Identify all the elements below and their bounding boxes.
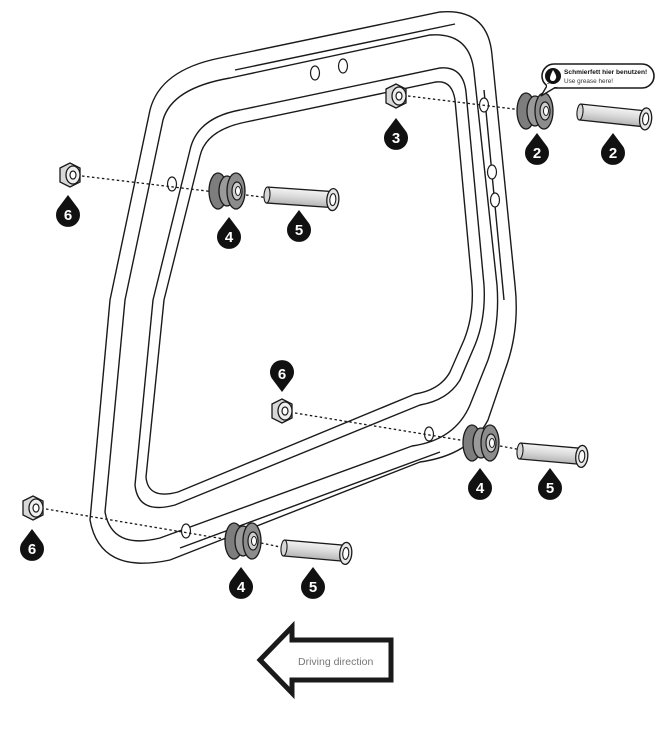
callout-5: 5 bbox=[287, 210, 311, 242]
callout-number: 2 bbox=[609, 145, 617, 162]
callout-number: 4 bbox=[476, 480, 485, 497]
grease-note: Schmierfett hier benutzen! Use grease he… bbox=[540, 63, 655, 97]
grease-note-line-de: Schmierfett hier benutzen! bbox=[564, 69, 647, 76]
callout-2: 2 bbox=[601, 133, 625, 165]
callout-number: 6 bbox=[28, 541, 36, 558]
bolt bbox=[516, 442, 589, 469]
grease-note-line-en: Use grease here! bbox=[564, 78, 613, 85]
frame-hole bbox=[489, 192, 501, 208]
grease-drop-icon bbox=[545, 68, 561, 84]
rubber-bushing bbox=[208, 172, 246, 210]
frame-lower-edge-line bbox=[179, 451, 441, 549]
assembly-line bbox=[45, 508, 231, 541]
callout-4: 4 bbox=[229, 567, 253, 599]
assembly-line bbox=[294, 412, 467, 442]
side-carrier-frame bbox=[89, 11, 517, 564]
callout-5: 5 bbox=[301, 567, 325, 599]
callout-number: 5 bbox=[295, 222, 303, 239]
direction-arrow-label: Driving direction bbox=[298, 656, 373, 668]
frame-hole bbox=[309, 65, 321, 81]
assembly-line bbox=[407, 95, 523, 111]
frame-hole bbox=[423, 426, 435, 442]
assembly-line bbox=[499, 445, 523, 451]
callout-6: 6 bbox=[19, 529, 45, 561]
frame-upper-edge-line bbox=[234, 23, 456, 71]
hex-nut bbox=[22, 495, 44, 521]
frame-inner-contour bbox=[104, 34, 499, 542]
assembly-line bbox=[81, 175, 216, 193]
grease-note-box bbox=[541, 63, 655, 89]
callout-number: 5 bbox=[546, 480, 554, 497]
bolt bbox=[263, 186, 340, 212]
callout-3: 3 bbox=[384, 118, 408, 150]
callout-number: 6 bbox=[64, 207, 72, 224]
callout-2: 2 bbox=[525, 133, 549, 165]
frame-window-inner bbox=[145, 81, 474, 495]
frame-holes bbox=[166, 58, 501, 539]
callout-5: 5 bbox=[538, 468, 562, 500]
assembly-lines bbox=[45, 95, 523, 549]
bolt bbox=[280, 539, 353, 566]
callout-number: 6 bbox=[278, 366, 286, 383]
rubber-bushing bbox=[516, 92, 554, 130]
frame-hole bbox=[180, 523, 192, 539]
callout-number: 4 bbox=[225, 229, 234, 246]
callout-4: 4 bbox=[217, 217, 241, 249]
frame-hole bbox=[166, 176, 178, 192]
hex-nut bbox=[385, 83, 407, 109]
hex-nut bbox=[271, 398, 293, 424]
frame-window-contour bbox=[134, 67, 485, 509]
callout-4: 4 bbox=[468, 468, 492, 500]
frame-hole bbox=[337, 58, 349, 74]
callout-number: 4 bbox=[237, 579, 246, 596]
rubber-bushing bbox=[462, 424, 500, 462]
frame-hole bbox=[486, 164, 498, 180]
rubber-bushing bbox=[224, 522, 262, 560]
callout-6: 6 bbox=[270, 360, 294, 392]
callout-number: 2 bbox=[533, 145, 541, 162]
callout-number: 5 bbox=[309, 579, 317, 596]
callout-6: 6 bbox=[56, 195, 80, 227]
frame-outer-contour bbox=[89, 11, 517, 564]
direction-arrow-icon bbox=[256, 620, 394, 700]
bolt bbox=[576, 103, 653, 131]
callout-number: 3 bbox=[392, 130, 400, 147]
hex-nut bbox=[59, 162, 81, 188]
